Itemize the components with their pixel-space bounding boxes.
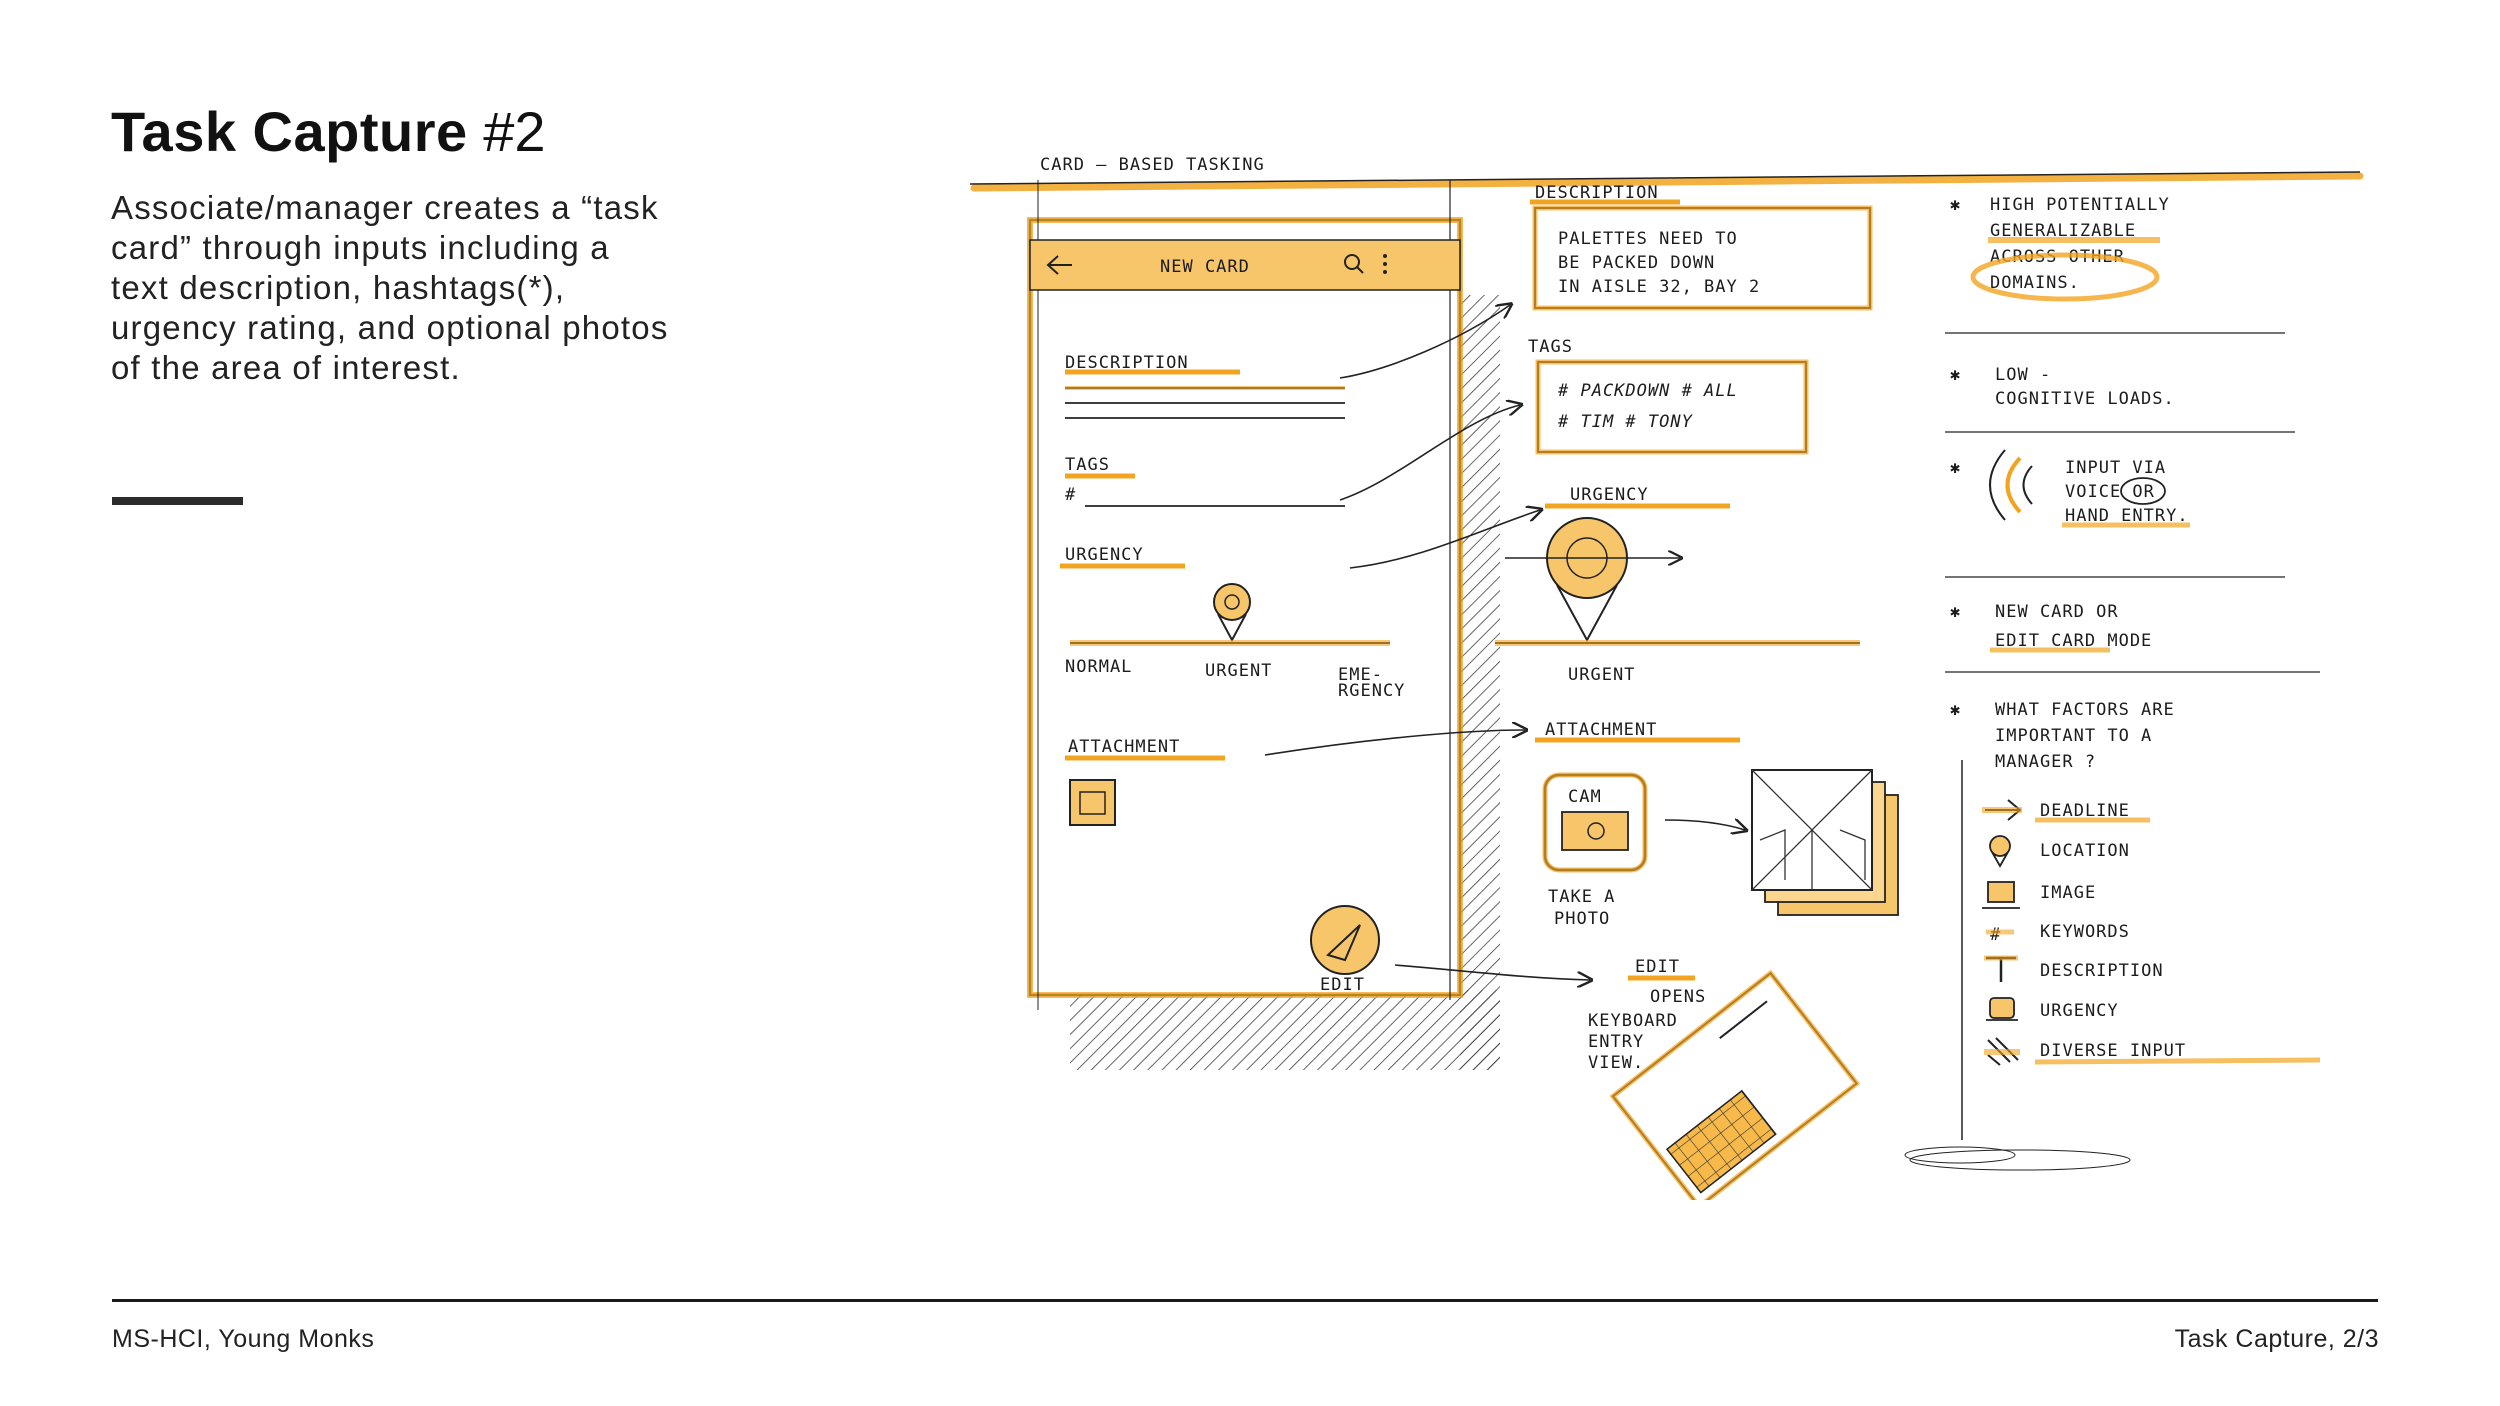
- slide-title-main: Task Capture: [111, 100, 468, 163]
- location-pin-icon: [1989, 835, 2011, 868]
- phone-new-card-label: NEW CARD: [1160, 257, 1250, 277]
- factor-image-label: IMAGE: [2040, 883, 2096, 903]
- factor-deadline: DEADLINE: [1982, 799, 2150, 823]
- edit-fab-icon: [1310, 905, 1380, 975]
- phone-attachment-label: ATTACHMENT: [1068, 737, 1180, 757]
- note-5-star: ✱: [1950, 700, 1961, 720]
- voice-waves-icon: [1989, 449, 2033, 521]
- phone-scale-emergency-2: RGENCY: [1338, 681, 1405, 701]
- detail-photo-caption-2: PHOTO: [1554, 909, 1610, 929]
- detail-tags-line-1: # PACKDOWN # ALL: [1557, 381, 1738, 401]
- kebab-menu-icon: [1383, 254, 1387, 274]
- factor-image: IMAGE: [1982, 881, 2096, 909]
- factor-urgency: URGENCY: [1986, 997, 2119, 1021]
- factor-description-label: DESCRIPTION: [2040, 961, 2164, 981]
- connector-arrows: [1264, 305, 1590, 980]
- note-5-line-2: IMPORTANT TO A: [1995, 726, 2152, 746]
- factor-keywords-label: KEYWORDS: [2040, 922, 2130, 942]
- detail-edit-note-2: KEYBOARD: [1588, 1011, 1678, 1031]
- phone-edit-label: EDIT: [1320, 975, 1365, 995]
- factor-deadline-label: DEADLINE: [2040, 801, 2130, 821]
- detail-description-line-1: PALETTES NEED TO: [1558, 229, 1738, 249]
- accent-divider: [112, 497, 243, 505]
- detail-description-label: DESCRIPTION: [1535, 183, 1659, 203]
- alarm-bell-icon: [1986, 997, 2018, 1021]
- detail-urgency-value: URGENT: [1568, 665, 1635, 685]
- slide-description: Associate/manager creates a “task card” …: [111, 189, 669, 386]
- notes-column: ✱ HIGH POTENTIALLY GENERALIZABLE ACROSS …: [1904, 195, 2321, 1171]
- phone-scale-emergency-1: EME-: [1338, 665, 1383, 685]
- slide-title-number: #2: [483, 100, 546, 163]
- phone-urgency-label: URGENCY: [1065, 545, 1144, 565]
- note-3-line-2: VOICE OR: [2065, 482, 2155, 502]
- phone-app-bar: [1029, 239, 1461, 291]
- note-3-line-3: HAND ENTRY.: [2065, 506, 2189, 526]
- detail-edit-note-4: VIEW.: [1588, 1053, 1644, 1073]
- diverse-input-icon: [1984, 1037, 2020, 1066]
- camera-icon: [1542, 772, 1648, 873]
- factor-location: LOCATION: [1989, 835, 2130, 868]
- phone-shadow-side: [1460, 295, 1500, 1070]
- keyboard-device-icon: [1609, 969, 1861, 1200]
- factor-diverse-input: DIVERSE INPUT: [1984, 1037, 2321, 1066]
- photo-stack-icon: [1751, 769, 1899, 916]
- slide-title: Task Capture #2: [111, 96, 546, 168]
- detail-cam-label: CAM: [1568, 787, 1602, 807]
- text-tool-icon: [1986, 956, 2016, 982]
- sketch-illustration: CARD — BASED TASKING NEW CARD: [960, 140, 2380, 1200]
- phone-description-label: DESCRIPTION: [1065, 353, 1189, 373]
- note-1-star: ✱: [1950, 195, 1961, 215]
- detail-urgency-label: URGENCY: [1570, 485, 1649, 505]
- sketch-heading: CARD — BASED TASKING: [1040, 155, 1265, 175]
- phone-scale-normal: NORMAL: [1065, 657, 1132, 677]
- sketch-svg: CARD — BASED TASKING NEW CARD: [969, 155, 2364, 1200]
- note-4-line-1: NEW CARD OR: [1995, 602, 2119, 622]
- detail-edit-note-1: OPENS: [1650, 987, 1706, 1007]
- note-4-line-2: EDIT CARD MODE: [1995, 631, 2152, 651]
- detail-column: DESCRIPTION PALETTES NEED TO BE PACKED D…: [1495, 183, 1899, 1200]
- factor-diverse-input-label: DIVERSE INPUT: [2040, 1041, 2186, 1061]
- factor-urgency-label: URGENCY: [2040, 1001, 2119, 1021]
- detail-urgency-pin-icon: [1546, 517, 1628, 643]
- factor-description: DESCRIPTION: [1984, 955, 2164, 982]
- detail-edit-label: EDIT: [1635, 957, 1680, 977]
- footer-page-indicator: Task Capture, 2/3: [2174, 1325, 2379, 1353]
- phone-shadow-bottom: [1070, 990, 1500, 1070]
- footer-author: MS-HCI, Young Monks: [112, 1325, 375, 1353]
- note-5-line-1: WHAT FACTORS ARE: [1995, 700, 2175, 720]
- detail-attachment-label: ATTACHMENT: [1545, 720, 1657, 740]
- phone-wireframe: NEW CARD DESCRIPTION TAGS # UR: [1027, 180, 1500, 1070]
- note-4-star: ✱: [1950, 602, 1961, 622]
- note-2-line-1: LOW -: [1995, 365, 2051, 385]
- detail-edit-note-3: ENTRY: [1588, 1032, 1644, 1052]
- note-2-line-2: COGNITIVE LOADS.: [1995, 389, 2175, 409]
- note-1-line-2: GENERALIZABLE: [1990, 221, 2136, 241]
- detail-photo-caption-1: TAKE A: [1548, 887, 1615, 907]
- detail-description-line-3: IN AISLE 32, BAY 2: [1558, 277, 1760, 297]
- detail-tags-line-2: # TIM # TONY: [1557, 412, 1694, 432]
- phone-tags-hash: #: [1065, 485, 1076, 505]
- note-3-star: ✱: [1950, 458, 1961, 478]
- note-1-line-1: HIGH POTENTIALLY: [1990, 195, 2170, 215]
- note-5-line-3: MANAGER ?: [1995, 752, 2096, 772]
- detail-description-line-2: BE PACKED DOWN: [1558, 253, 1715, 273]
- factor-location-label: LOCATION: [2040, 841, 2130, 861]
- image-icon: [1982, 881, 2020, 909]
- search-icon: [1344, 254, 1364, 274]
- urgency-pin-icon: [1213, 583, 1251, 643]
- footer-divider: [112, 1299, 2378, 1302]
- phone-tags-label: TAGS: [1065, 455, 1110, 475]
- sketch-heading-group: CARD — BASED TASKING: [969, 155, 2364, 192]
- detail-tags-box: [1537, 361, 1807, 453]
- factor-keywords: # KEYWORDS: [1986, 922, 2130, 945]
- note-3-line-1: INPUT VIA: [2065, 458, 2166, 478]
- note-1-line-4: DOMAINS.: [1990, 273, 2080, 293]
- hashtag-icon: #: [1990, 925, 2001, 945]
- detail-description-box: [1534, 207, 1871, 309]
- back-arrow-icon: [1046, 255, 1072, 275]
- phone-attachment-thumb-icon: [1069, 779, 1116, 826]
- phone-scale-urgent: URGENT: [1205, 661, 1272, 681]
- note-2-star: ✱: [1950, 365, 1961, 385]
- detail-tags-label: TAGS: [1528, 337, 1573, 357]
